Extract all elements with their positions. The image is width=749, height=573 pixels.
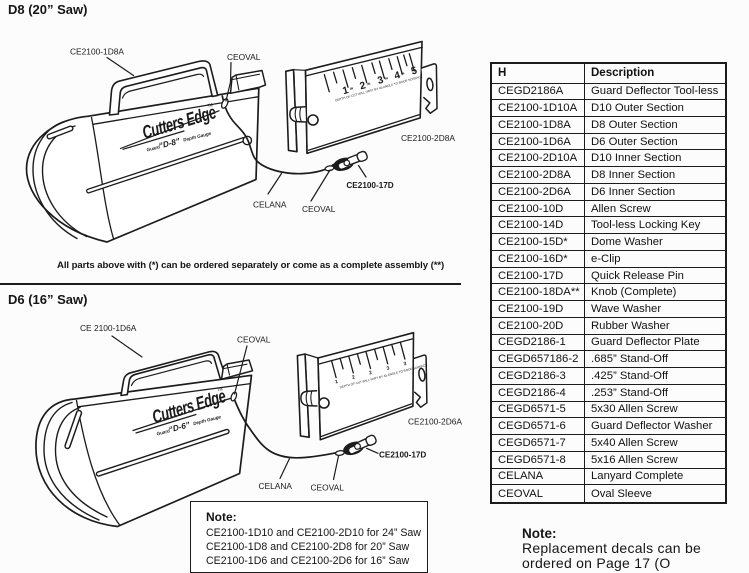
svg-text:1: 1 <box>341 85 350 97</box>
svg-text:CE2100-2D6A: CE2100-2D6A <box>408 417 462 427</box>
svg-text:CE2100-2D8A: CE2100-2D8A <box>401 133 455 143</box>
svg-text:CE2100-1D8A: CE2100-1D8A <box>70 47 124 57</box>
svg-text:2: 2 <box>352 374 356 381</box>
svg-text:CELANA: CELANA <box>259 481 293 491</box>
svg-text:TM: TM <box>217 386 224 393</box>
svg-text:Guard: Guard <box>146 144 161 152</box>
svg-text:IN: IN <box>367 81 372 86</box>
svg-text:CE2100-17D: CE2100-17D <box>346 181 393 190</box>
svg-text:CE 2100-1D6A: CE 2100-1D6A <box>80 323 137 333</box>
svg-text:IN: IN <box>350 86 355 91</box>
svg-text:IN: IN <box>401 71 406 76</box>
svg-text:2: 2 <box>359 80 368 92</box>
svg-text:1: 1 <box>335 379 339 386</box>
svg-text:CEOVAL: CEOVAL <box>302 204 336 214</box>
svg-text:CEOVAL: CEOVAL <box>237 335 271 345</box>
svg-text:2: 2 <box>369 370 373 377</box>
svg-text:3: 3 <box>386 365 390 372</box>
svg-text:CEOVAL: CEOVAL <box>311 483 345 493</box>
svg-text:3: 3 <box>376 75 385 87</box>
svg-text:CE2100-17D: CE2100-17D <box>379 451 426 460</box>
svg-text:Guard: Guard <box>156 428 171 436</box>
svg-text:4: 4 <box>393 70 402 82</box>
svg-text:CELANA: CELANA <box>253 200 287 210</box>
svg-text:3: 3 <box>403 361 407 368</box>
svg-text:CEOVAL: CEOVAL <box>227 52 261 62</box>
svg-text:IN: IN <box>384 76 389 81</box>
svg-text:TM: TM <box>207 102 214 109</box>
svg-text:5: 5 <box>410 65 419 77</box>
svg-text:Depth Gauge: Depth Gauge <box>183 131 212 143</box>
